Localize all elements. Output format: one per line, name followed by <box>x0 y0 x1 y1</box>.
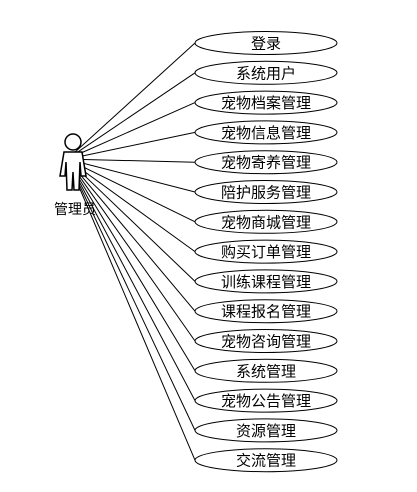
use-case: 系统用户 <box>194 60 338 85</box>
use-case: 宠物商城管理 <box>194 209 338 234</box>
use-case-ellipse <box>194 299 338 324</box>
association-line <box>73 102 196 157</box>
use-case-label: 宠物档案管理 <box>221 94 311 112</box>
use-case: 训练课程管理 <box>194 269 338 294</box>
stick-figure-icon <box>59 133 87 191</box>
use-case: 系统管理 <box>194 358 338 383</box>
use-case-ellipse <box>194 448 338 473</box>
use-case: 交流管理 <box>194 448 338 473</box>
use-case-ellipse <box>194 150 338 175</box>
use-case-label: 资源管理 <box>236 422 296 440</box>
association-line <box>73 173 196 431</box>
use-case: 登录 <box>194 31 338 55</box>
use-case: 宠物信息管理 <box>194 120 338 145</box>
use-case: 宠物公告管理 <box>194 388 338 413</box>
use-case-ellipse <box>194 388 338 413</box>
association-line <box>73 166 196 312</box>
use-case-label: 训练课程管理 <box>221 273 311 291</box>
use-case-ellipse <box>194 60 338 85</box>
use-case-label: 宠物信息管理 <box>221 124 311 142</box>
use-case-ellipse <box>194 329 338 353</box>
use-case-ellipse <box>194 180 338 204</box>
use-case: 宠物咨询管理 <box>194 329 338 353</box>
use-case: 购买订单管理 <box>194 239 338 264</box>
use-case-ellipse <box>194 31 338 55</box>
use-case-ellipse <box>194 269 338 294</box>
use-case-label: 系统用户 <box>236 64 296 82</box>
use-case-label: 登录 <box>251 35 281 53</box>
use-case-label: 系统管理 <box>236 362 296 380</box>
use-case-label: 宠物商城管理 <box>221 213 311 231</box>
use-case-ellipse <box>194 358 338 383</box>
use-case-ellipse <box>194 418 338 443</box>
use-case: 课程报名管理 <box>194 299 338 324</box>
actor-label: 管理员 <box>54 202 96 218</box>
association-line <box>73 42 196 154</box>
association-line <box>73 174 196 461</box>
association-line <box>73 160 196 193</box>
use-case-ellipse <box>194 120 338 145</box>
association-line <box>73 161 196 223</box>
association-line <box>73 168 196 342</box>
use-case-label: 宠物公告管理 <box>221 392 311 410</box>
use-case-list: 登录系统用户宠物档案管理宠物信息管理宠物寄养管理陪护服务管理宠物商城管理购买订单… <box>194 31 338 473</box>
use-case-ellipse <box>194 90 338 115</box>
association-line <box>73 72 196 155</box>
use-case-label: 交流管理 <box>236 452 296 470</box>
use-case: 陪护服务管理 <box>194 180 338 204</box>
association-line <box>73 163 196 253</box>
use-case-label: 课程报名管理 <box>221 303 311 321</box>
association-line <box>73 165 196 282</box>
use-case-label: 宠物咨询管理 <box>221 333 311 351</box>
use-case-label: 宠物寄养管理 <box>221 154 311 172</box>
association-line <box>73 171 196 401</box>
use-case: 宠物寄养管理 <box>194 150 338 175</box>
association-line <box>73 170 196 372</box>
use-case-ellipse <box>194 239 338 264</box>
use-case: 宠物档案管理 <box>194 90 338 115</box>
use-case-ellipse <box>194 209 338 234</box>
association-line <box>73 131 196 159</box>
actor-administrator: 管理员 <box>54 133 96 218</box>
association-lines <box>73 42 196 461</box>
use-case: 资源管理 <box>194 418 338 443</box>
association-line <box>73 158 196 163</box>
use-case-label: 购买订单管理 <box>221 243 311 261</box>
use-case-label: 陪护服务管理 <box>221 184 311 202</box>
